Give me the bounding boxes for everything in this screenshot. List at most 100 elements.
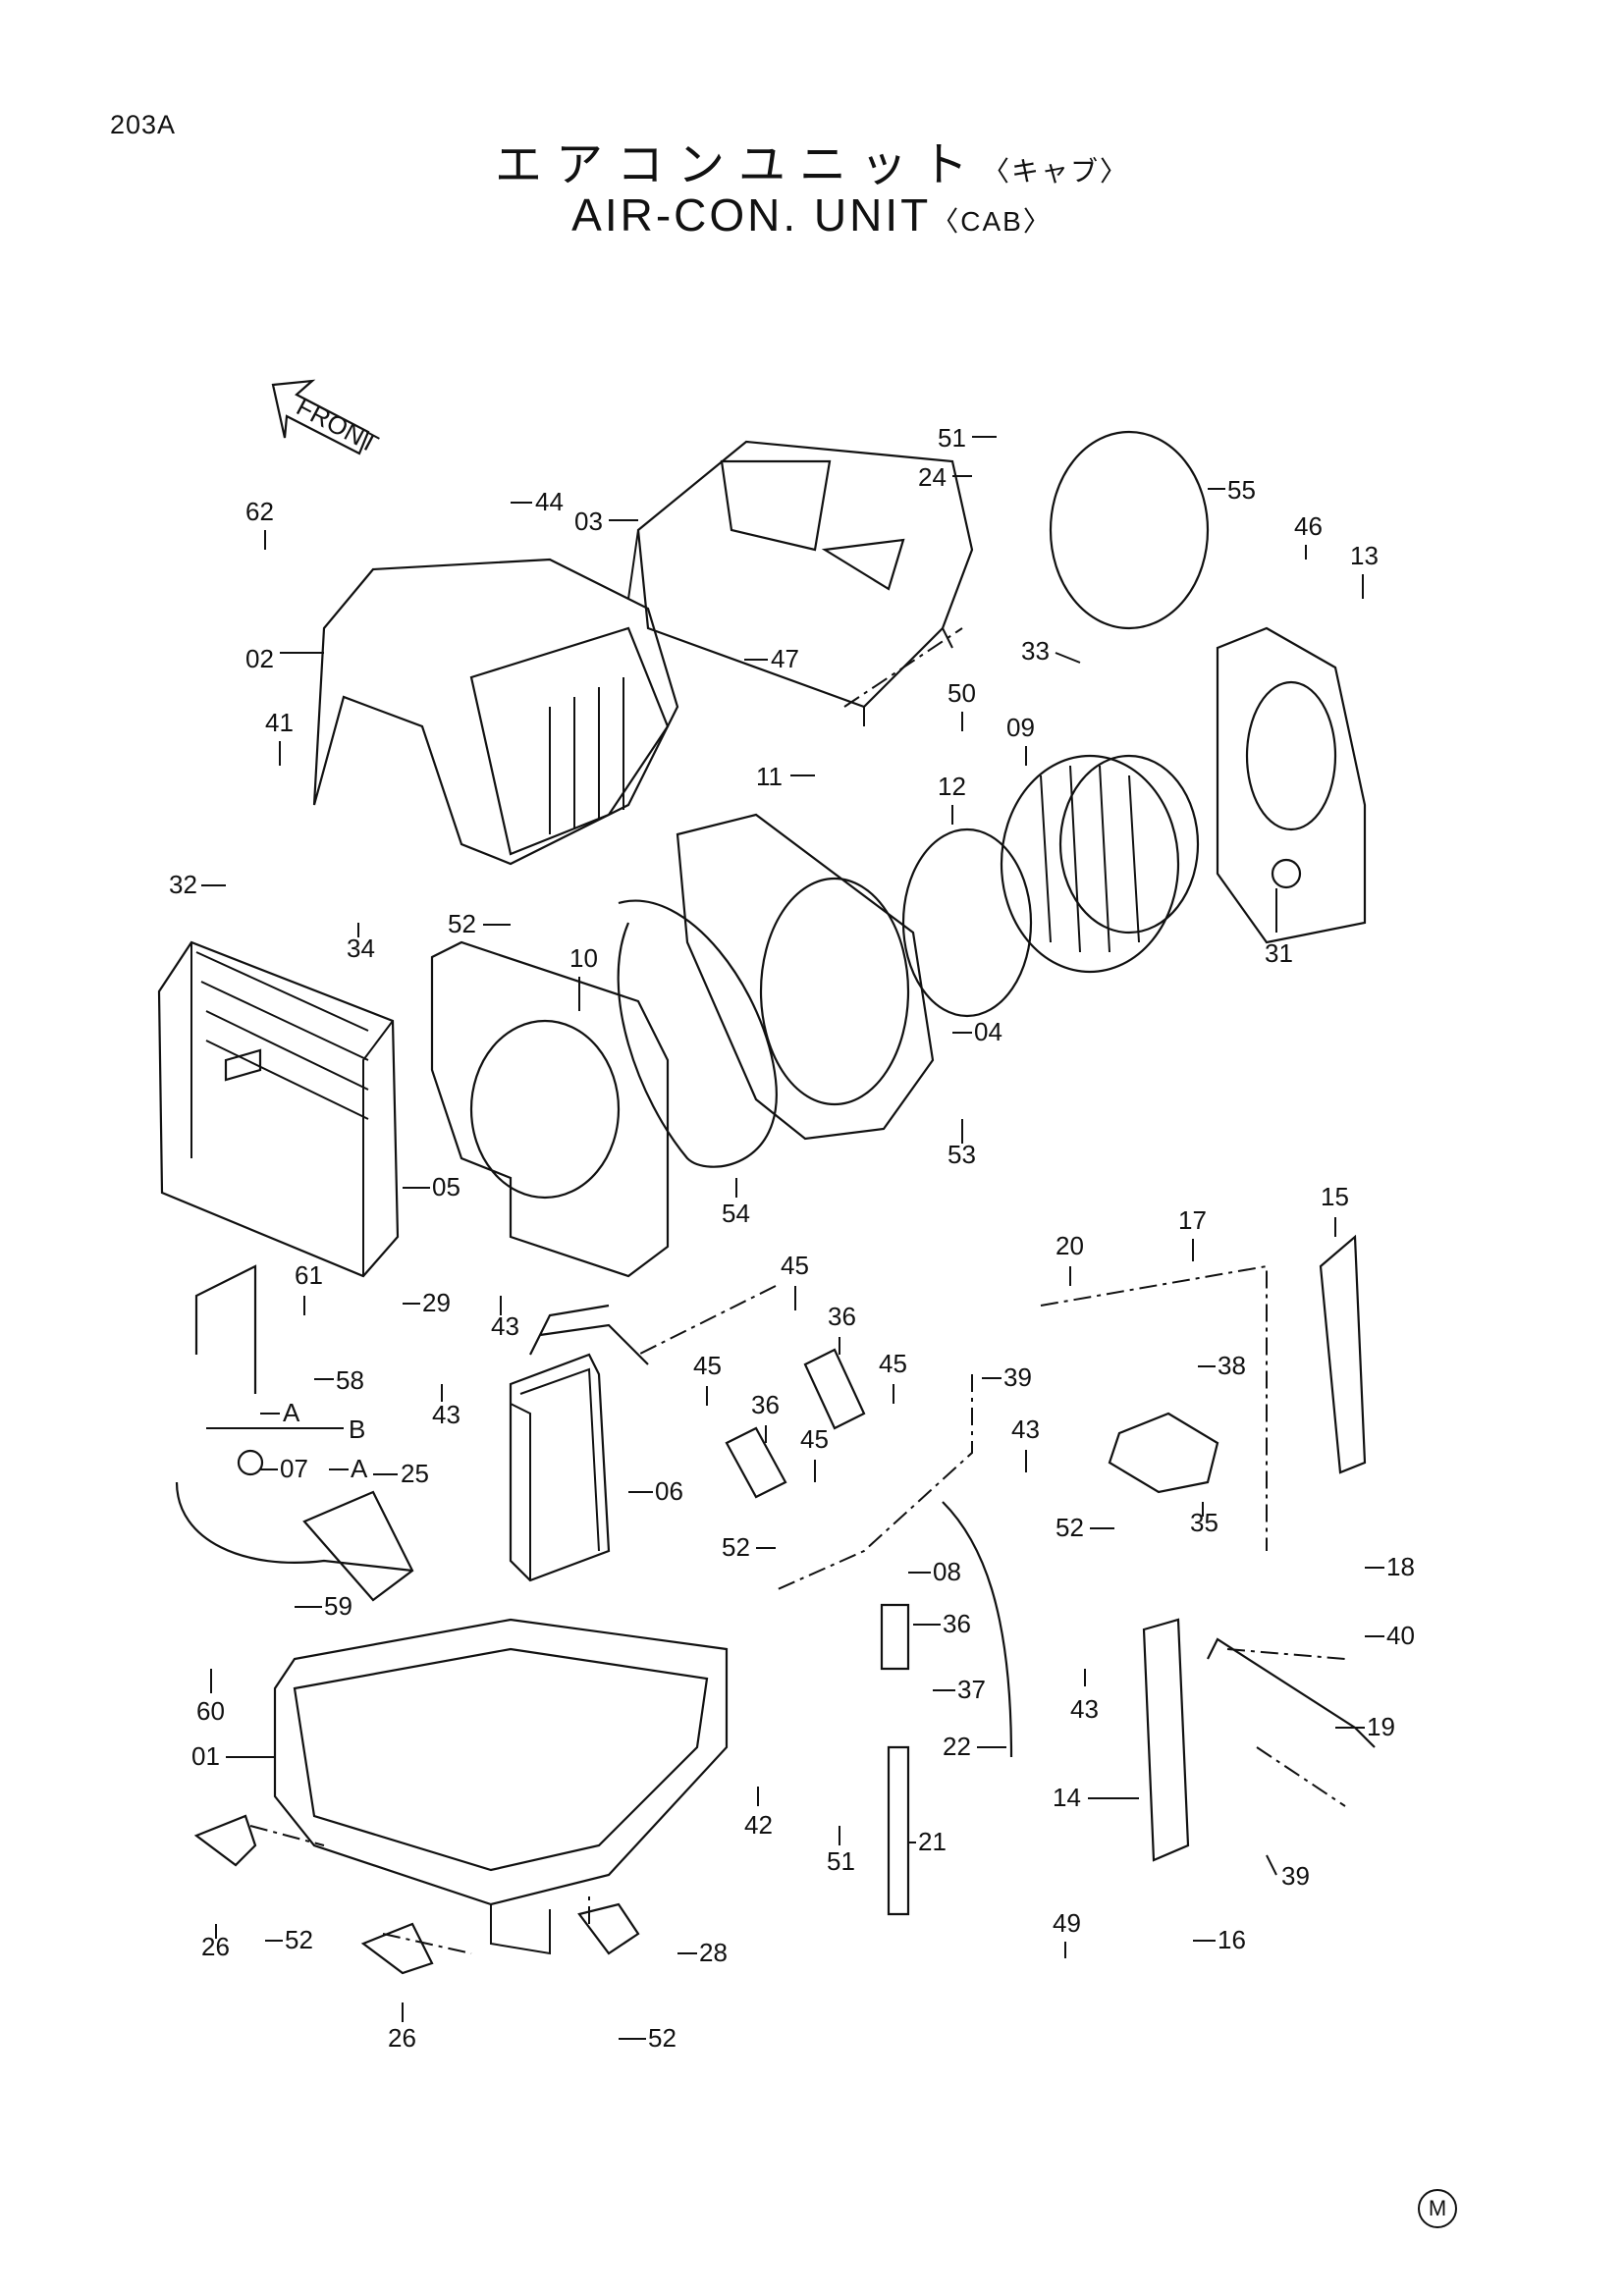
title-english: AIR-CON. UNIT〈CAB〉 [0, 188, 1624, 241]
callout-15: 15 [1321, 1182, 1349, 1211]
callout-34: 34 [347, 934, 375, 963]
callout-06: 06 [655, 1476, 683, 1506]
refrigerant-piping-part [175, 1264, 414, 1602]
callout-59: 59 [324, 1591, 352, 1621]
motor-plate-part [1216, 626, 1367, 944]
callout-52: 52 [722, 1532, 750, 1562]
seal-ring-part [617, 899, 778, 1168]
evaporator-part [157, 940, 400, 1278]
title-en-main: AIR-CON. UNIT [571, 189, 932, 240]
filter-14 [1142, 1618, 1190, 1862]
callout-03: 03 [574, 507, 603, 536]
callout-24: 24 [918, 462, 947, 492]
title-jp-sub: 〈キャブ〉 [982, 155, 1130, 187]
callout-22: 22 [943, 1732, 971, 1761]
upper-housing-part [627, 440, 974, 726]
callout-12: 12 [938, 772, 966, 801]
callout-19: 19 [1367, 1712, 1395, 1741]
callout-35: 35 [1190, 1508, 1218, 1537]
callout-b: B [349, 1415, 365, 1444]
callout-32: 32 [169, 870, 197, 899]
callout-52: 52 [448, 909, 476, 938]
callout-62: 62 [245, 497, 274, 526]
callout-11: 11 [756, 762, 783, 791]
callout-09: 09 [1006, 713, 1035, 742]
callout-14: 14 [1053, 1783, 1081, 1812]
drain-hose-22 [942, 1501, 1013, 1758]
callout-17: 17 [1178, 1205, 1207, 1235]
m-mark-icon: M [1418, 2189, 1457, 2228]
plate-part [430, 940, 670, 1278]
cover-part [312, 558, 679, 866]
callout-28: 28 [699, 1938, 728, 1967]
callout-36: 36 [828, 1302, 856, 1331]
callout-43: 43 [1070, 1694, 1099, 1724]
title-en-sub: 〈CAB〉 [931, 206, 1053, 237]
resistor-part [1108, 1412, 1219, 1494]
title-jp-main: エアコンユニット [494, 137, 982, 192]
callout-51: 51 [827, 1846, 855, 1876]
bracket-26-b [360, 1922, 434, 1975]
filter-15 [1319, 1234, 1367, 1474]
callout-a: A [351, 1454, 368, 1483]
bracket-28 [577, 1902, 640, 1955]
callout-37: 37 [957, 1675, 986, 1704]
callout-29: 29 [422, 1288, 451, 1317]
callout-38: 38 [1218, 1351, 1246, 1380]
guide-lines [249, 627, 1346, 1954]
drain-hose-21 [887, 1745, 910, 1916]
callout-08: 08 [933, 1557, 961, 1586]
callout-44: 44 [535, 487, 564, 516]
bracket-26-a [193, 1814, 257, 1867]
callout-47: 47 [771, 644, 799, 673]
callout-58: 58 [336, 1365, 364, 1395]
callout-21: 21 [918, 1827, 947, 1856]
bellmouth-ring-part [901, 828, 1033, 1018]
callout-51: 51 [938, 423, 966, 453]
front-arrow: FRONT [271, 379, 383, 458]
callout-43: 43 [1011, 1415, 1040, 1444]
callout-40: 40 [1386, 1621, 1415, 1650]
hose-36-c [880, 1603, 910, 1671]
callout-45: 45 [693, 1351, 722, 1380]
callout-02: 02 [245, 644, 274, 673]
callout-54: 54 [722, 1199, 750, 1228]
callout-60: 60 [196, 1696, 225, 1726]
callout-33: 33 [1021, 636, 1050, 666]
callout-45: 45 [879, 1349, 907, 1378]
callout-52: 52 [648, 2023, 677, 2053]
hose-36-a [803, 1348, 866, 1430]
callout-07: 07 [280, 1454, 308, 1483]
callout-a: A [283, 1398, 300, 1427]
callout-26: 26 [201, 1932, 230, 1961]
callout-16: 16 [1218, 1925, 1246, 1954]
callout-53: 53 [947, 1140, 976, 1169]
title-japanese: エアコンユニット〈キャブ〉 [0, 126, 1624, 194]
callout-61: 61 [295, 1260, 323, 1290]
scroll-casing-part [676, 813, 935, 1141]
heater-core-part [509, 1304, 649, 1582]
callout-55: 55 [1227, 475, 1256, 505]
callout-52: 52 [1056, 1513, 1084, 1542]
callout-36: 36 [943, 1609, 971, 1638]
callout-36: 36 [751, 1390, 780, 1419]
hose-36-b [725, 1426, 787, 1499]
callout-26: 26 [388, 2023, 416, 2053]
callout-04: 04 [974, 1017, 1002, 1046]
leader-line [1266, 1854, 1277, 1876]
callout-46: 46 [1294, 511, 1323, 541]
callout-10: 10 [569, 943, 598, 973]
callout-52: 52 [285, 1925, 313, 1954]
callout-05: 05 [432, 1172, 460, 1201]
callout-31: 31 [1265, 938, 1293, 968]
callout-41: 41 [265, 708, 294, 737]
callout-39: 39 [1003, 1362, 1032, 1392]
callout-01: 01 [191, 1741, 220, 1771]
callout-45: 45 [800, 1424, 829, 1454]
callout-42: 42 [744, 1810, 773, 1840]
callout-49: 49 [1053, 1908, 1081, 1938]
callout-45: 45 [781, 1251, 809, 1280]
blower-motor-part [1000, 754, 1200, 974]
